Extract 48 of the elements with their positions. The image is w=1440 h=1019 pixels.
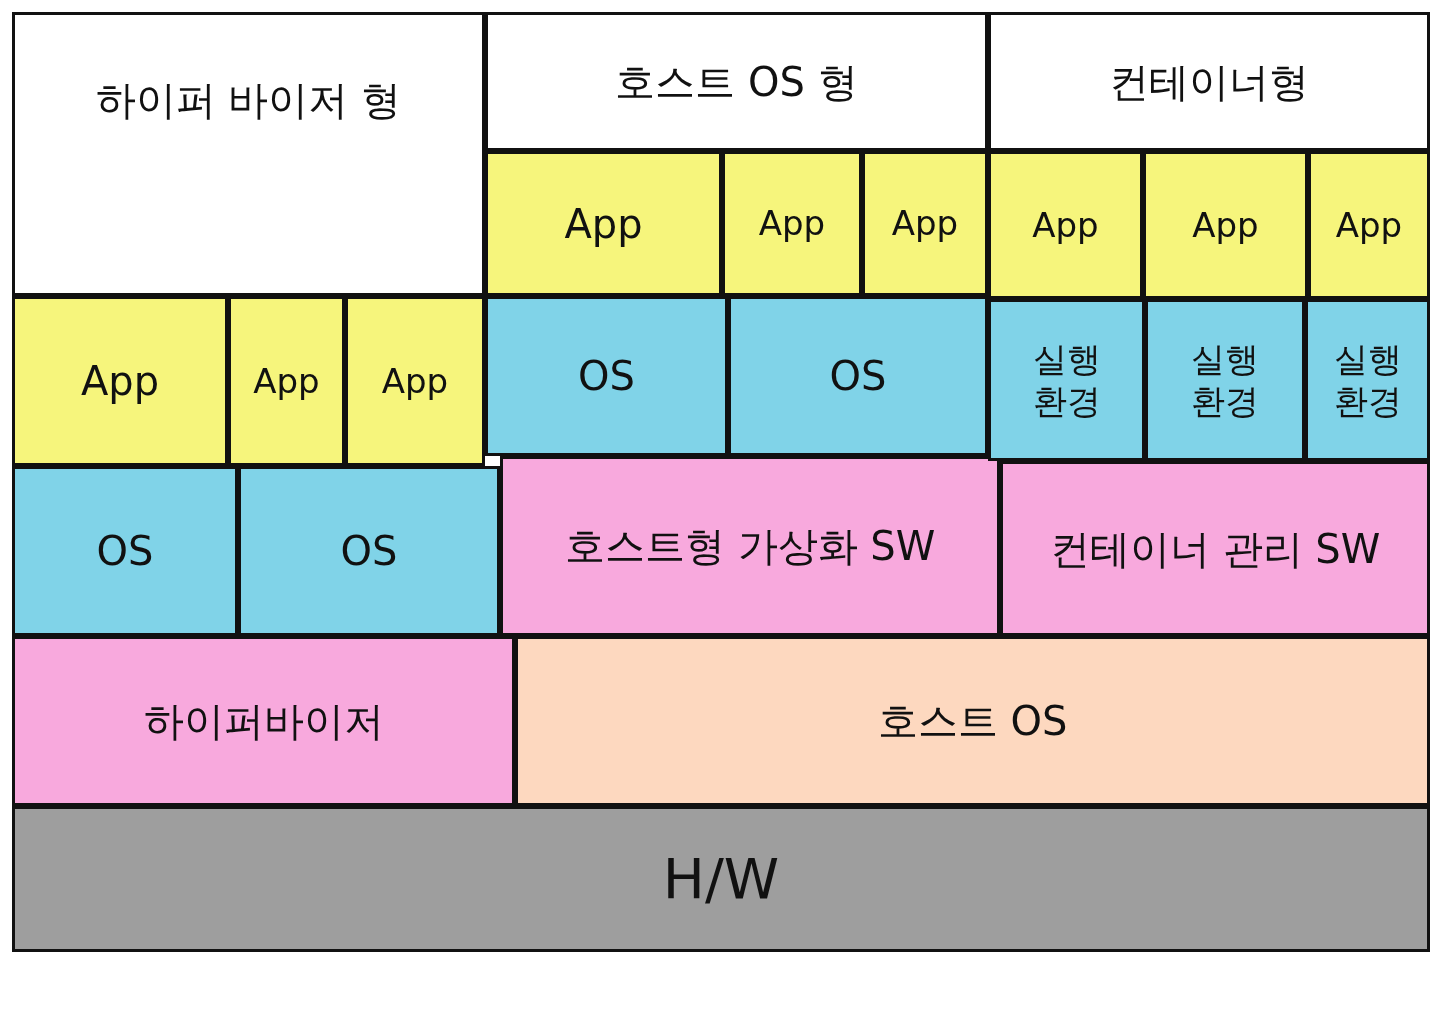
- header-cell: [12, 12, 485, 296]
- layer-label: App: [1031, 203, 1100, 247]
- runtime-box: [1305, 299, 1430, 461]
- host-os-box: [515, 636, 1430, 806]
- app-box: [1143, 151, 1308, 299]
- layer-label: 실행 환경: [1190, 337, 1260, 423]
- app-box: [485, 151, 722, 296]
- layer-label: 실행 환경: [1332, 337, 1403, 423]
- layer-label: App: [890, 202, 960, 245]
- column-title: 호스트 OS 형: [614, 57, 859, 107]
- layer-label: App: [252, 359, 321, 403]
- app-box: [345, 296, 485, 466]
- hypervisor-box: [12, 636, 515, 806]
- layer-label: 호스트 OS: [876, 697, 1069, 746]
- os-box: [728, 296, 988, 456]
- app-box: [1308, 151, 1430, 299]
- layer-label: App: [380, 359, 450, 403]
- layer-label: H/W: [661, 845, 781, 913]
- header-cell: [485, 12, 988, 151]
- app-box: [228, 296, 345, 466]
- layer-label: 실행 환경: [1031, 337, 1102, 423]
- virtualization-software-box: [500, 456, 1000, 636]
- os-box: [238, 466, 500, 636]
- layer-label: OS: [577, 352, 636, 401]
- hardware-box: [12, 806, 1430, 952]
- layer-label: App: [757, 202, 827, 245]
- container-software-box: [1000, 461, 1430, 636]
- layer-label: 호스트형 가상화 SW: [563, 522, 937, 571]
- layer-label: OS: [95, 527, 155, 576]
- layer-label: App: [563, 199, 644, 249]
- column-title: 컨테이너형: [1108, 57, 1310, 107]
- header-cell: [988, 12, 1430, 151]
- app-box: [722, 151, 862, 296]
- layer-label: OS: [339, 527, 399, 576]
- layer-label: 컨테이너 관리 SW: [1048, 524, 1382, 574]
- app-box: [862, 151, 988, 296]
- layer-label: OS: [828, 352, 888, 401]
- runtime-box: [988, 299, 1145, 461]
- layer-label: App: [1334, 203, 1404, 247]
- os-box: [12, 466, 238, 636]
- layer-label: App: [79, 357, 161, 406]
- layer-label: App: [1191, 203, 1260, 247]
- os-box: [485, 296, 728, 456]
- runtime-box: [1145, 299, 1305, 461]
- column-title: 하이퍼 바이저 형: [94, 76, 403, 125]
- app-box: [12, 296, 228, 466]
- layer-label: 하이퍼바이저: [142, 697, 385, 746]
- app-box: [988, 151, 1143, 299]
